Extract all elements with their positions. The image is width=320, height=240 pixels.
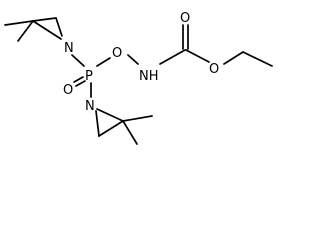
chemical-structure: N P O NH O O O N — [4, 11, 273, 145]
bond-upper-ring-cn — [32, 20, 62, 40]
bond-upper-ring-cc — [32, 17, 57, 22]
atom-label-n-lower: N — [85, 99, 95, 114]
bond-lower-methyl-1 — [122, 115, 153, 122]
bond-upper-methyl-2 — [17, 20, 34, 42]
bond-carbonyl-o-ester — [185, 49, 210, 63]
atom-label-nh: NH — [139, 69, 159, 84]
bond-lower-ring-ch2n — [95, 110, 100, 137]
bond-o-ester-ch2 — [223, 51, 244, 65]
bond-upper-ring-ch2n — [55, 17, 63, 37]
atom-label-o-phosphoryl: O — [63, 83, 73, 98]
bond-lower-methyl-2 — [122, 120, 138, 145]
atom-label-o-ether: O — [112, 46, 122, 61]
bond-nh-carbonyl-c — [159, 49, 186, 65]
bond-upper-n-p — [71, 54, 85, 67]
bond-p-o-ether — [96, 57, 111, 67]
upper-aziridine-ring — [4, 17, 63, 42]
bond-ethyl-ch2-ch3 — [242, 51, 273, 67]
atom-label-o-carbonyl: O — [180, 11, 190, 26]
lower-aziridine-ring — [95, 108, 153, 145]
bond-phosphoryl-double-2 — [75, 80, 86, 87]
bond-phosphoryl-double-1 — [73, 76, 84, 83]
atom-label-n-upper: N — [64, 41, 74, 56]
bond-lower-ring-cc — [98, 120, 124, 137]
bond-o-ether-nh — [127, 54, 139, 65]
atom-label-o-ester: O — [209, 62, 219, 77]
bond-upper-methyl-1 — [4, 20, 34, 26]
bond-lower-ring-cn — [96, 108, 124, 122]
atom-label-p: P — [85, 69, 93, 84]
